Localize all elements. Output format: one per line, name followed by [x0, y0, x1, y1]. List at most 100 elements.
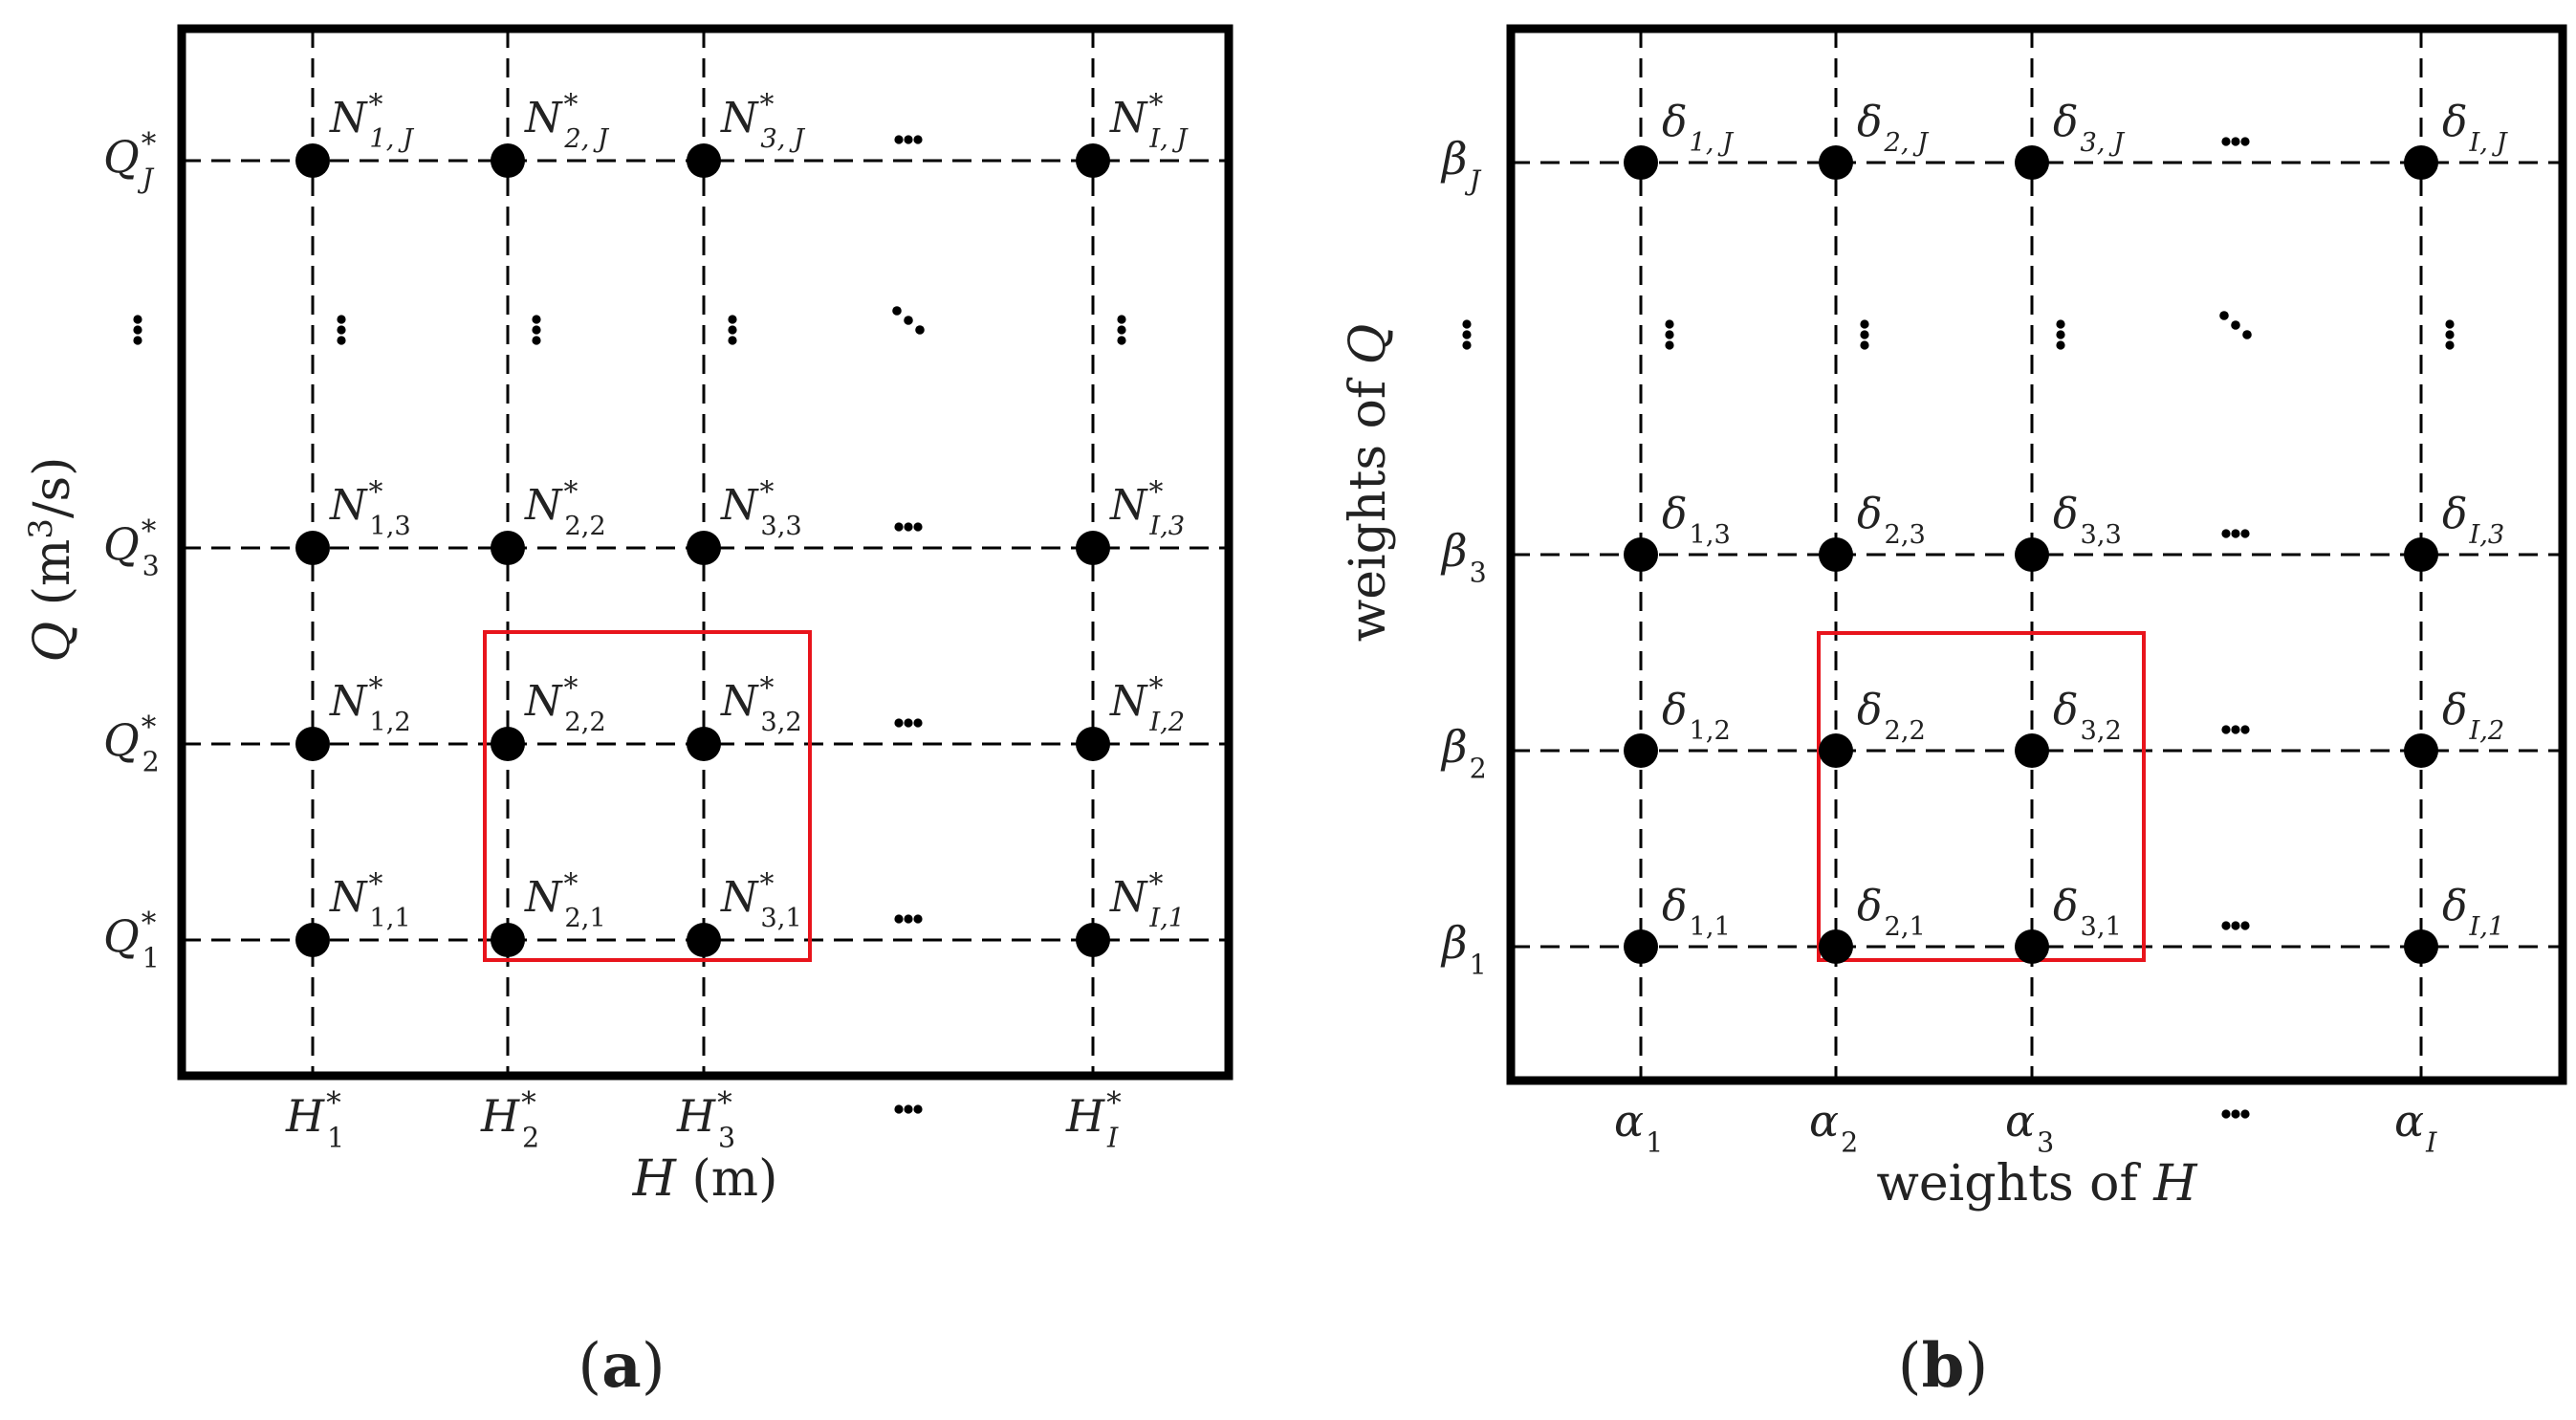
ellipsis-diagonal: [892, 306, 925, 335]
grid-node: [1624, 733, 1658, 768]
grid-node: [2015, 145, 2049, 180]
ellipsis-horizontal: [894, 135, 923, 144]
node-label: N*2,2: [524, 476, 606, 541]
y-tick-label: β1: [1440, 917, 1487, 981]
node-label: δ2,3: [1857, 490, 1926, 550]
y-tick-label: β3: [1440, 525, 1487, 589]
ellipsis-horizontal: [2221, 137, 2250, 146]
x-tick-label: α1: [1614, 1095, 1663, 1159]
y-tick-label: Q*2: [103, 710, 160, 778]
node-label: δ3,1: [2053, 882, 2122, 942]
x-tick-label: αI: [2394, 1095, 2437, 1159]
grid-node: [2015, 929, 2049, 964]
node-label: δ2,1: [1857, 882, 1926, 942]
grid-node: [2404, 537, 2438, 572]
grid-node: [1076, 727, 1110, 761]
highlight-box: [483, 630, 812, 962]
grid-node: [295, 143, 330, 178]
node-label: N*3,1: [720, 868, 802, 933]
ellipsis-vertical: [1117, 315, 1126, 345]
grid-node: [687, 531, 721, 565]
ellipsis-horizontal: [2221, 921, 2250, 930]
node-label: N*2,1: [524, 868, 606, 933]
grid-node: [1624, 537, 1658, 572]
node-label: δI,3: [2442, 490, 2504, 550]
x-tick-label: H*I: [1065, 1086, 1122, 1154]
x-tick-ellipsis: [894, 1104, 923, 1114]
grid-node: [491, 923, 525, 957]
grid-node: [491, 727, 525, 761]
node-label: N*1,2: [329, 672, 411, 737]
node-label: δI,1: [2442, 882, 2504, 942]
grid-node: [1076, 923, 1110, 957]
node-label: N*2,2: [524, 672, 606, 737]
x-tick-ellipsis: [2221, 1109, 2250, 1119]
x-tick-label: H*2: [480, 1086, 539, 1154]
grid-node: [1819, 537, 1853, 572]
node-label: N*I,1: [1109, 868, 1185, 933]
ellipsis-diagonal: [2219, 311, 2252, 339]
y-tick-label: β2: [1440, 721, 1487, 785]
grid-node: [2404, 145, 2438, 180]
grid-node: [2404, 733, 2438, 768]
node-label: N*I, J: [1109, 89, 1189, 154]
node-label: δ1, J: [1662, 98, 1735, 158]
node-label: N*3,3: [720, 476, 802, 541]
grid-node: [1076, 143, 1110, 178]
y-tick-ellipsis: [133, 315, 142, 345]
y-axis-label: weights of Q: [1340, 324, 1397, 643]
panel-b: δ1, J δ2, J δ3, J δI, J δ1,3 δ2,3 δ3,3 δI,3 δ1,2…: [1340, 24, 2567, 1402]
x-tick-label: α2: [1809, 1095, 1858, 1159]
x-tick-label: H*3: [676, 1086, 735, 1154]
panel-caption: (a): [578, 1330, 665, 1402]
grid-node: [2015, 733, 2049, 768]
node-label: δ1,1: [1662, 882, 1731, 942]
node-label: δI, J: [2442, 98, 2509, 158]
y-tick-ellipsis: [1462, 319, 1472, 350]
grid-node: [295, 531, 330, 565]
x-axis-label: weights of H: [1876, 1155, 2198, 1212]
node-label: N*3,2: [720, 672, 802, 737]
node-label: δ2, J: [1857, 98, 1930, 158]
ellipsis-vertical: [728, 315, 737, 345]
y-tick-label: Q*3: [103, 514, 160, 582]
y-tick-label: Q*J: [103, 127, 157, 195]
y-tick-label: βJ: [1440, 133, 1482, 197]
ellipsis-horizontal: [2221, 725, 2250, 734]
ellipsis-vertical: [1665, 319, 1674, 350]
ellipsis-horizontal: [2221, 529, 2250, 538]
grid-node: [295, 727, 330, 761]
node-label: N*1,3: [329, 476, 411, 541]
y-tick-label: Q*1: [103, 907, 160, 974]
node-label: δ1,2: [1662, 686, 1731, 746]
ellipsis-vertical: [532, 315, 541, 345]
node-label: N*3, J: [720, 89, 806, 154]
highlight-box: [1817, 631, 2146, 962]
node-label: δ3, J: [2053, 98, 2126, 158]
x-tick-label: α3: [2005, 1095, 2054, 1159]
grid-node: [1076, 531, 1110, 565]
grid-node: [491, 143, 525, 178]
ellipsis-vertical: [2445, 319, 2455, 350]
grid-node: [2015, 537, 2049, 572]
grid-node: [295, 923, 330, 957]
grid-node: [1819, 733, 1853, 768]
ellipsis-horizontal: [894, 522, 923, 532]
grid-node: [1624, 929, 1658, 964]
x-axis-label: H (m): [632, 1150, 778, 1208]
node-label: N*1,1: [329, 868, 411, 933]
ellipsis-horizontal: [894, 914, 923, 924]
grid-node: [2404, 929, 2438, 964]
x-tick-label: H*1: [285, 1086, 344, 1154]
node-label: N*2, J: [524, 89, 610, 154]
y-axis-label: Q (m3/s): [22, 457, 81, 663]
node-label: δI,2: [2442, 686, 2504, 746]
grid-node: [491, 531, 525, 565]
node-label: N*1, J: [329, 89, 415, 154]
node-label: δ3,3: [2053, 490, 2122, 550]
node-label: δ1,3: [1662, 490, 1731, 550]
panel-caption: (b): [1898, 1330, 1989, 1402]
ellipsis-vertical: [337, 315, 346, 345]
